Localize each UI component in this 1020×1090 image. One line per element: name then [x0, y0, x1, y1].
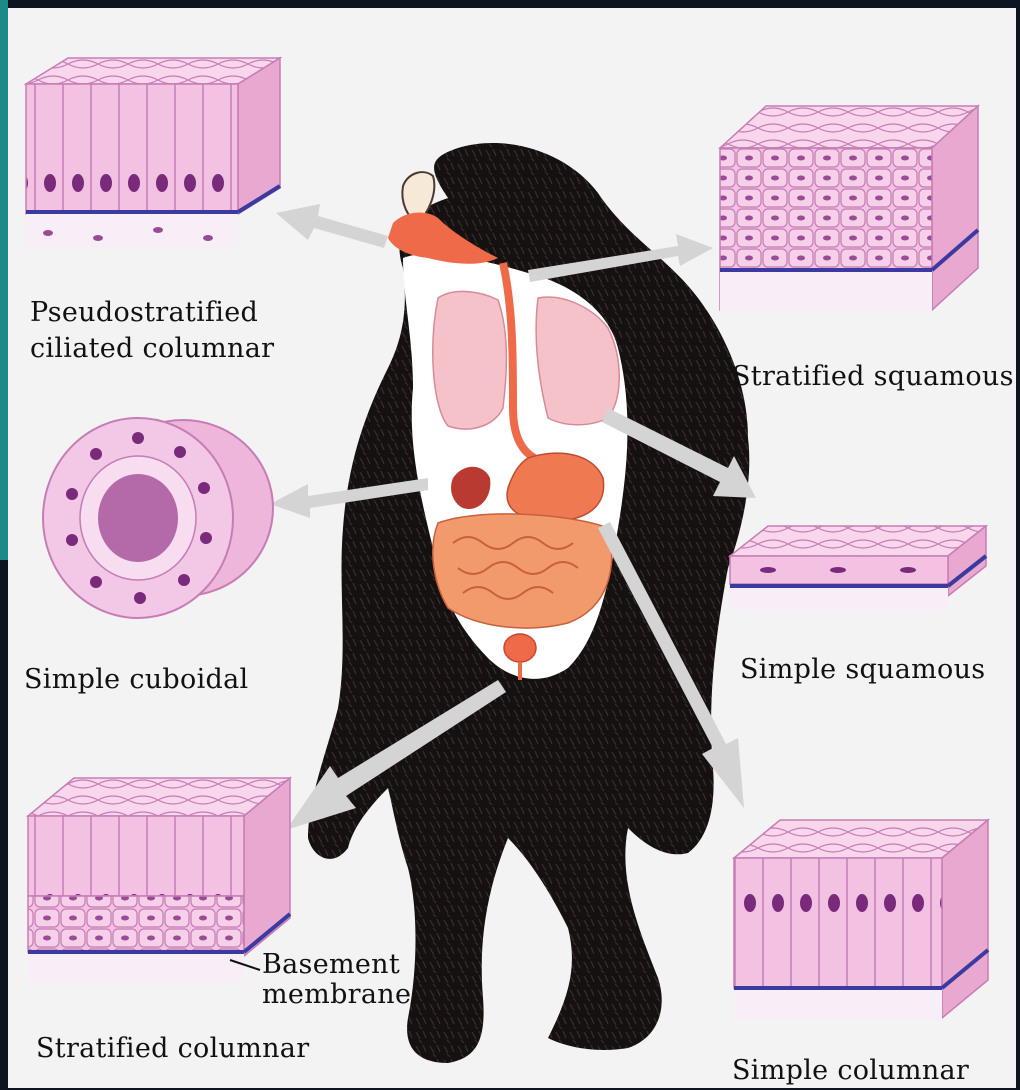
- chimpanzee-figure: [308, 143, 749, 1063]
- label-simple-columnar: Simple columnar: [732, 1054, 969, 1088]
- pseudostratified-block: [26, 58, 280, 248]
- label-pseudostratified-line2: ciliated columnar: [30, 332, 274, 366]
- stratified-squamous-block: [720, 106, 978, 312]
- label-basement-line2: membrane: [262, 978, 411, 1012]
- teal-edge-strip: [0, 0, 8, 560]
- label-stratified-columnar: Stratified columnar: [36, 1032, 309, 1066]
- simple-columnar-block: [734, 820, 988, 1020]
- stratified-columnar-block: [28, 778, 290, 982]
- diagram-panel: Pseudostratified ciliated columnar Strat…: [8, 8, 1016, 1088]
- label-simple-cuboidal: Simple cuboidal: [24, 663, 248, 697]
- simple-cuboidal-tube: [43, 418, 273, 618]
- label-pseudostratified-line1: Pseudostratified: [30, 296, 258, 330]
- label-simple-squamous: Simple squamous: [740, 653, 985, 687]
- label-basement-line1: Basement: [262, 948, 400, 982]
- diagram-artwork: [8, 8, 1016, 1088]
- simple-squamous-block: [730, 526, 986, 610]
- label-stratified-squamous: Stratified squamous: [732, 360, 1014, 394]
